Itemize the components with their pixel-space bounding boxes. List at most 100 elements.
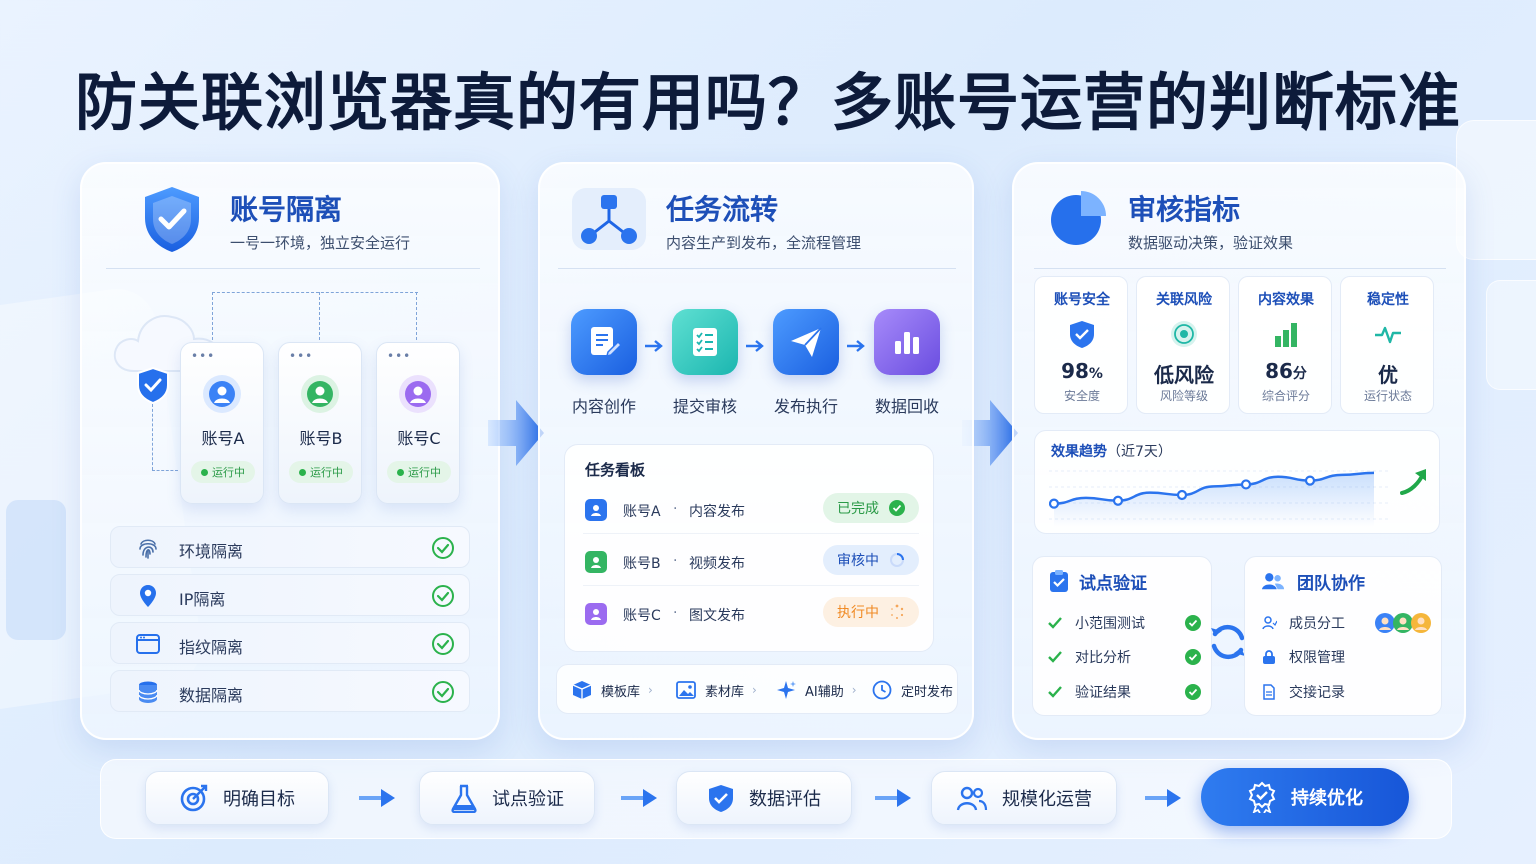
- panel-audit-metrics: 审核指标 数据驱动决策，验证效果 账号安全 98% 安全度 关联风险 低风险 风…: [1012, 162, 1466, 740]
- metric-account-security[interactable]: 账号安全 98% 安全度: [1034, 276, 1128, 414]
- window-dots-icon: •••: [191, 349, 216, 363]
- lock-icon: [1263, 650, 1275, 664]
- connector-line: [152, 404, 153, 470]
- card-title: 团队协作: [1297, 574, 1365, 594]
- account-card[interactable]: ••• 账号B 运行中: [278, 342, 362, 504]
- browser-window-icon: [136, 634, 160, 654]
- list-item[interactable]: 验证结果: [1047, 680, 1201, 704]
- trend-range: （近7天）: [1107, 444, 1172, 460]
- metric-sub: 风险等级: [1159, 389, 1208, 403]
- divider: [1034, 268, 1446, 269]
- metric-sub: 运行状态: [1363, 389, 1412, 403]
- step-content-creation[interactable]: 内容创作: [562, 309, 646, 417]
- workflow-nodes-icon: [572, 188, 646, 250]
- check-icon: [1048, 617, 1062, 629]
- background-glass-card: [1486, 280, 1536, 390]
- metric-value: 优: [1378, 363, 1398, 387]
- divider: [558, 268, 956, 269]
- list-item[interactable]: 对比分析: [1047, 645, 1201, 669]
- isolation-item-fingerprint[interactable]: 指纹隔离: [110, 622, 470, 664]
- flow-step-pilot[interactable]: 试点验证: [419, 771, 595, 825]
- trend-line-chart: [1049, 470, 1389, 527]
- step-publish[interactable]: 发布执行: [764, 309, 848, 417]
- list-item[interactable]: 权限管理: [1261, 645, 1431, 669]
- isolation-item-data[interactable]: 数据隔离: [110, 670, 470, 712]
- image-icon: [676, 681, 696, 699]
- task-board: 任务看板 账号A · 内容发布 已完成 账号B · 视频发布 审核中 账号C: [564, 444, 934, 652]
- arrow-right-icon: [359, 789, 395, 807]
- step-data-collection[interactable]: 数据回收: [865, 309, 949, 417]
- check-circle-icon: [432, 585, 454, 607]
- check-icon: [1048, 651, 1062, 663]
- account-card[interactable]: ••• 账号A 运行中: [180, 342, 264, 504]
- check-circle-icon: [432, 681, 454, 703]
- metric-association-risk[interactable]: 关联风险 低风险 风险等级: [1136, 276, 1230, 414]
- step-submit-review[interactable]: 提交审核: [663, 309, 747, 417]
- flow-step-define-goal[interactable]: 明确目标: [145, 771, 329, 825]
- arrow-right-icon: [488, 400, 544, 466]
- connector-line: [212, 292, 418, 293]
- account-name: 账号A: [201, 429, 245, 448]
- tool-scheduled-publish[interactable]: 定时发布: [871, 679, 953, 701]
- panel-title: 审核指标: [1128, 193, 1241, 226]
- trend-chart-card: 效果趋势（近7天）: [1034, 430, 1440, 534]
- task-type: 图文发布: [689, 608, 745, 624]
- status-badge: 已完成: [823, 493, 919, 523]
- connector-line: [319, 292, 320, 340]
- task-type: 视频发布: [689, 556, 745, 572]
- user-icon: [585, 551, 607, 573]
- sync-refresh-icon[interactable]: [1206, 620, 1250, 664]
- connector-line: [152, 470, 178, 471]
- panel-task-flow: 任务流转 内容生产到发布，全流程管理 内容创作 提交审核 发布执行 数据回收 任…: [538, 162, 974, 740]
- trend-point: [1176, 489, 1188, 501]
- tool-ai-assist[interactable]: AI辅助›: [775, 679, 857, 701]
- flow-step-continuous-optimization[interactable]: 持续优化: [1201, 768, 1409, 826]
- account-card[interactable]: ••• 账号C 运行中: [376, 342, 460, 504]
- cube-icon: [572, 681, 592, 699]
- tool-template-library[interactable]: 模板库›: [571, 679, 653, 701]
- bar-chart-icon: [874, 309, 940, 375]
- metric-content-effect[interactable]: 内容效果 86分 综合评分: [1238, 276, 1332, 414]
- loading-icon: [890, 553, 904, 567]
- radar-icon: [1171, 321, 1197, 347]
- step-label: 发布执行: [773, 397, 838, 416]
- metric-value: 低风险: [1154, 363, 1214, 387]
- window-dots-icon: •••: [289, 349, 314, 363]
- trend-point: [1304, 475, 1316, 486]
- tool-asset-library[interactable]: 素材库›: [675, 679, 757, 701]
- isolation-label: 数据隔离: [179, 686, 244, 705]
- table-row[interactable]: 账号A · 内容发布 已完成: [583, 489, 919, 529]
- arrow-right-icon: [621, 789, 657, 807]
- list-item[interactable]: 小范围测试: [1047, 611, 1201, 635]
- isolation-item-ip[interactable]: IP隔离: [110, 574, 470, 616]
- step-label: 数据回收: [874, 397, 939, 416]
- table-row[interactable]: 账号C · 图文发布 执行中: [583, 593, 919, 633]
- checklist-icon: [672, 309, 738, 375]
- background-glass-card: [6, 500, 66, 640]
- list-item[interactable]: 交接记录: [1261, 680, 1431, 704]
- check-circle-icon: [432, 633, 454, 655]
- database-icon: [138, 681, 158, 703]
- check-circle-icon: [1185, 649, 1201, 665]
- list-item[interactable]: 成员分工: [1261, 611, 1431, 635]
- divider: [106, 268, 480, 269]
- fingerprint-icon: [139, 539, 157, 559]
- connector-line: [212, 292, 213, 340]
- isolation-item-environment[interactable]: 环境隔离: [110, 526, 470, 568]
- flow-step-data-evaluation[interactable]: 数据评估: [676, 771, 852, 825]
- card-title: 试点验证: [1079, 574, 1147, 594]
- arrow-right-icon: [875, 789, 911, 807]
- avatar: [1375, 613, 1395, 633]
- target-icon: [180, 784, 208, 812]
- metric-stability[interactable]: 稳定性 优 运行状态: [1340, 276, 1434, 414]
- flow-step-scale-operation[interactable]: 规模化运营: [931, 771, 1117, 825]
- paper-plane-icon: [773, 309, 839, 375]
- table-row[interactable]: 账号B · 视频发布 审核中: [583, 541, 919, 581]
- edit-document-icon: [571, 309, 637, 375]
- bar-chart-icon: [1275, 323, 1297, 347]
- check-icon: [1048, 686, 1062, 698]
- panel-subtitle: 内容生产到发布，全流程管理: [666, 234, 862, 252]
- isolation-label: 指纹隔离: [179, 638, 244, 657]
- task-account: 账号B: [623, 556, 661, 572]
- avatar: [1411, 613, 1431, 633]
